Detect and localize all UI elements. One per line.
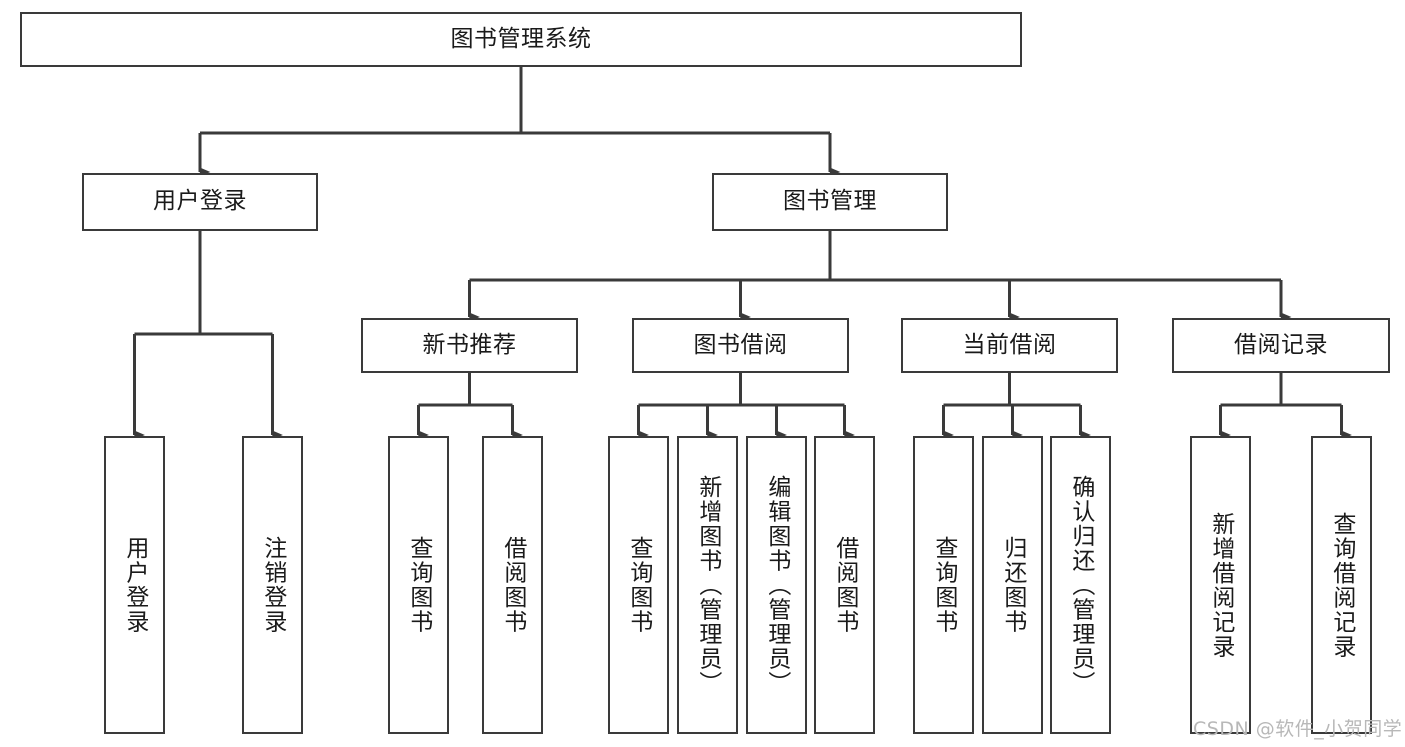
node-label: 当前借阅 bbox=[962, 331, 1057, 358]
node-label: 借阅图书 bbox=[499, 536, 526, 634]
node-level3-3[interactable]: 借阅记录 bbox=[1172, 318, 1390, 373]
node-level3-1[interactable]: 图书借阅 bbox=[632, 318, 849, 373]
node-label: 注销登录 bbox=[259, 536, 286, 634]
node-level3-2[interactable]: 当前借阅 bbox=[901, 318, 1118, 373]
node-leaf-6[interactable]: 编辑图书（管理员） bbox=[746, 436, 807, 734]
node-label: 借阅记录 bbox=[1234, 331, 1328, 358]
node-leaf-5[interactable]: 新增图书（管理员） bbox=[677, 436, 738, 734]
node-leaf-4[interactable]: 查询图书 bbox=[608, 436, 669, 734]
node-label: 新书推荐 bbox=[422, 331, 517, 358]
node-label: 图书管理系统 bbox=[450, 25, 592, 52]
node-leaf-2[interactable]: 查询图书 bbox=[388, 436, 449, 734]
node-level3-0[interactable]: 新书推荐 bbox=[361, 318, 578, 373]
node-label: 新增借阅记录 bbox=[1207, 511, 1234, 659]
node-leaf-8[interactable]: 查询图书 bbox=[913, 436, 974, 734]
node-label: 查询图书 bbox=[930, 536, 957, 634]
node-leaf-9[interactable]: 归还图书 bbox=[982, 436, 1043, 734]
node-leaf-0[interactable]: 用户登录 bbox=[104, 436, 165, 734]
node-leaf-1[interactable]: 注销登录 bbox=[242, 436, 303, 734]
node-label: 新增图书（管理员） bbox=[694, 474, 721, 696]
node-leaf-10[interactable]: 确认归还（管理员） bbox=[1050, 436, 1111, 734]
node-label: 查询图书 bbox=[405, 536, 432, 634]
node-level2-0[interactable]: 用户登录 bbox=[82, 173, 318, 231]
node-leaf-12[interactable]: 查询借阅记录 bbox=[1311, 436, 1372, 734]
node-leaf-7[interactable]: 借阅图书 bbox=[814, 436, 875, 734]
node-label: 借阅图书 bbox=[831, 536, 858, 634]
node-label: 确认归还（管理员） bbox=[1067, 474, 1094, 696]
node-label: 用户登录 bbox=[153, 188, 247, 215]
node-root-图书管理系统[interactable]: 图书管理系统 bbox=[20, 12, 1022, 67]
node-label: 查询图书 bbox=[625, 536, 652, 634]
node-label: 归还图书 bbox=[999, 536, 1026, 634]
node-label: 图书管理 bbox=[783, 188, 877, 215]
node-label: 用户登录 bbox=[121, 536, 148, 634]
node-leaf-3[interactable]: 借阅图书 bbox=[482, 436, 543, 734]
node-label: 查询借阅记录 bbox=[1328, 511, 1355, 659]
node-level2-1[interactable]: 图书管理 bbox=[712, 173, 948, 231]
node-label: 图书借阅 bbox=[693, 331, 788, 358]
node-leaf-11[interactable]: 新增借阅记录 bbox=[1190, 436, 1251, 734]
node-label: 编辑图书（管理员） bbox=[763, 474, 790, 696]
